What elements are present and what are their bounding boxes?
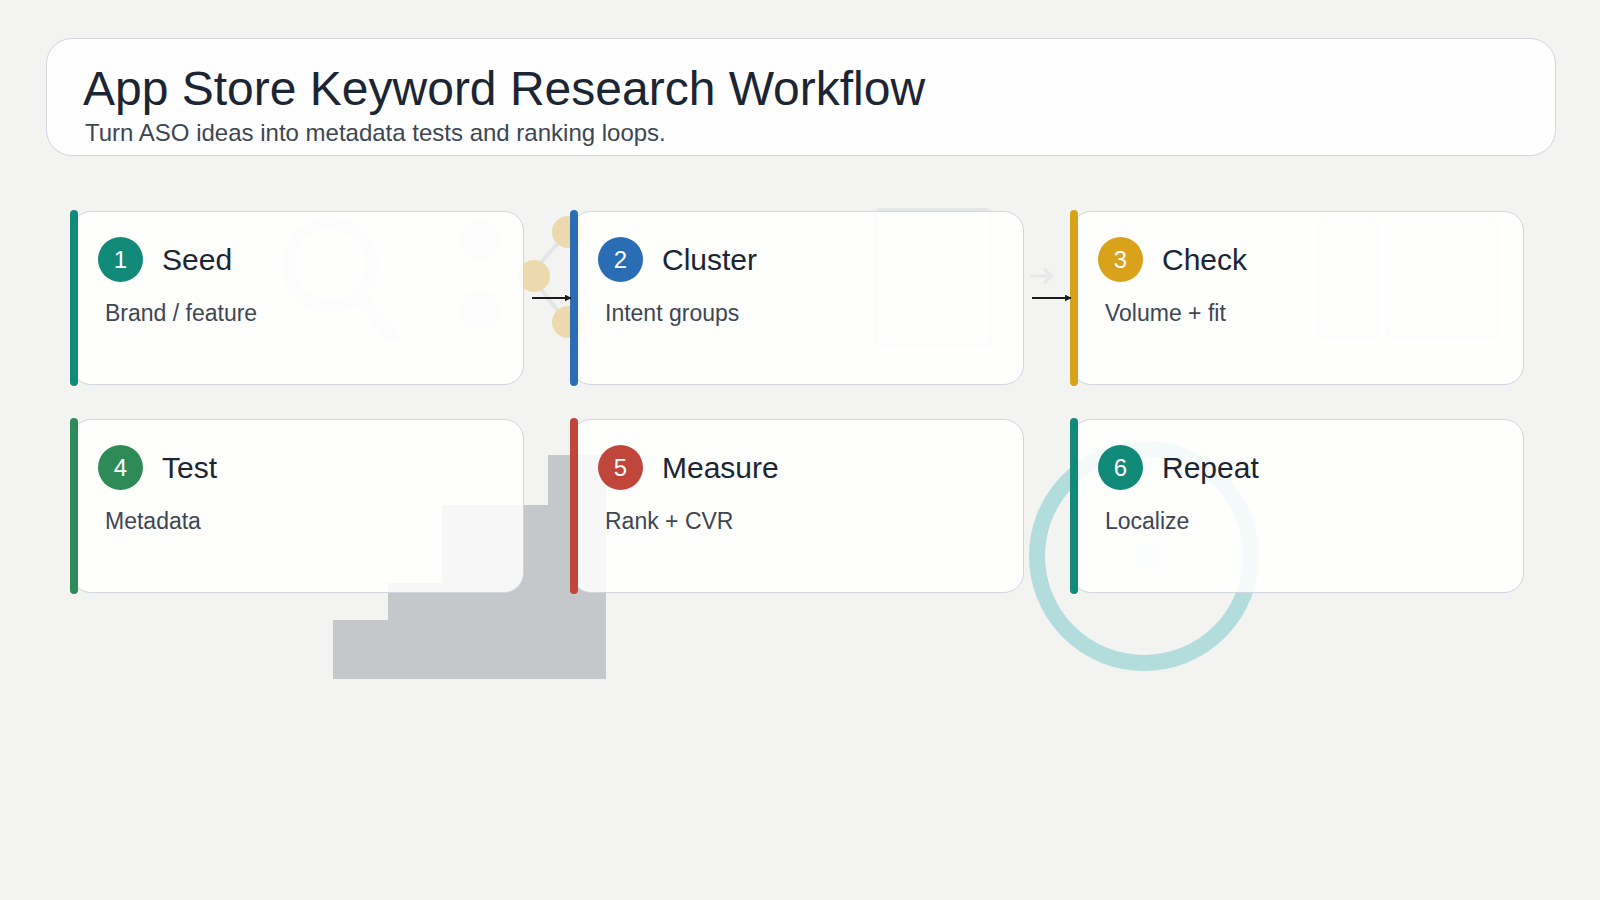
step-title: Measure: [662, 451, 779, 485]
process-box: 3 CheckVolume + fit: [1071, 211, 1524, 385]
flow-arrow: [1032, 297, 1071, 299]
step-title: Seed: [162, 243, 232, 277]
process-box: 2 ClusterIntent groups: [571, 211, 1024, 385]
flow-arrow: [532, 297, 571, 299]
caption: Turn ASO ideas into metadata tests and r…: [85, 119, 666, 147]
step-description: Metadata: [105, 508, 201, 535]
accent-bar: [70, 210, 78, 386]
step-title: Check: [1162, 243, 1247, 277]
title-panel: App Store Keyword Research Workflow Turn…: [46, 38, 1556, 156]
step-description: Intent groups: [605, 300, 739, 327]
process-box: 1 SeedBrand / feature: [71, 211, 524, 385]
accent-bar: [570, 418, 578, 594]
step-number: 3: [1098, 237, 1143, 282]
accent-bar: [1070, 210, 1078, 386]
step-title: Cluster: [662, 243, 757, 277]
title: App Store Keyword Research Workflow: [83, 61, 925, 116]
step-description: Localize: [1105, 508, 1189, 535]
process-box: 4 TestMetadata: [71, 419, 524, 593]
step-title: Repeat: [1162, 451, 1259, 485]
step-number: 4: [98, 445, 143, 490]
process-box: 6 RepeatLocalize: [1071, 419, 1524, 593]
accent-bar: [70, 418, 78, 594]
process-box: 5 MeasureRank + CVR: [571, 419, 1024, 593]
accent-bar: [570, 210, 578, 386]
step-description: Brand / feature: [105, 300, 257, 327]
step-number: 1: [98, 237, 143, 282]
step-number: 6: [1098, 445, 1143, 490]
step-description: Volume + fit: [1105, 300, 1226, 327]
accent-bar: [1070, 418, 1078, 594]
step-number: 5: [598, 445, 643, 490]
step-number: 2: [598, 237, 643, 282]
step-title: Test: [162, 451, 217, 485]
step-description: Rank + CVR: [605, 508, 733, 535]
